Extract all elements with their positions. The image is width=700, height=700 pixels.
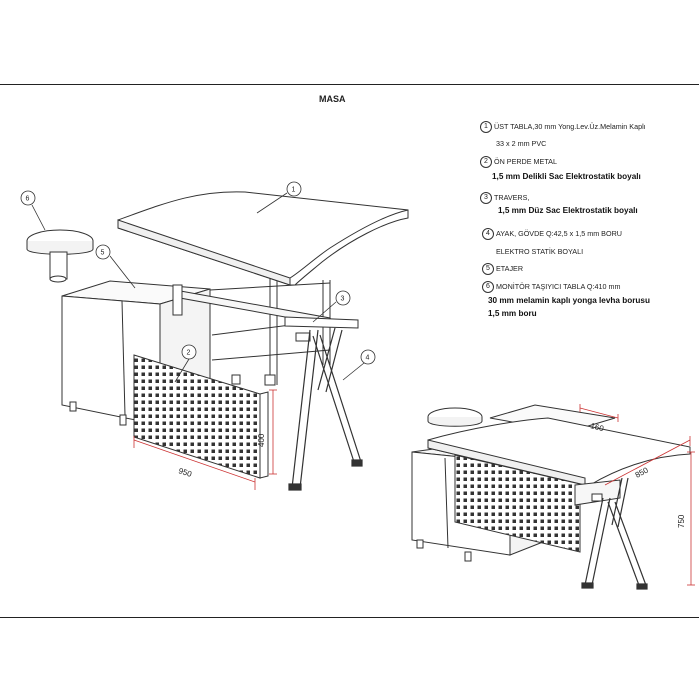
dim-panel-height: 400 [257, 433, 266, 447]
legend-sub-1: 33 x 2 mm PVC [496, 139, 547, 148]
dim-shelf-depth: 160 [589, 421, 605, 433]
left-callouts [20, 181, 376, 383]
callout-2: 2 [187, 350, 191, 357]
dim-desk-height: 750 [677, 514, 686, 528]
dim-desk-depth: 850 [634, 465, 650, 479]
right-desk-view [411, 404, 691, 590]
legend-bold-2: 1,5 mm Delikli Sac Elektrostatik boyalı [492, 172, 641, 181]
monitor-holder [26, 229, 94, 283]
drawing-title: MASA [319, 94, 346, 104]
legend-number-1: 1 [480, 121, 492, 133]
legend-text-4: AYAK, GÖVDE Q:42,5 x 1,5 mm BORU [496, 229, 622, 238]
right-dimension-lines [579, 404, 695, 586]
drawing-sheet [0, 84, 699, 618]
legend-number-5: 5 [482, 263, 494, 275]
legend-text-3: TRAVERS, [494, 193, 530, 202]
callout-1: 1 [292, 187, 296, 194]
legend-number-2: 2 [480, 156, 492, 168]
callout-5: 5 [101, 250, 105, 257]
callout-3: 3 [341, 296, 345, 303]
legend-text-1: ÜST TABLA,30 mm Yong.Lev.Üz.Melamin Kapl… [494, 122, 646, 131]
top-table [117, 191, 409, 286]
legend-number-4: 4 [482, 228, 494, 240]
travers-beam [172, 284, 359, 342]
left-dimension-lines [133, 389, 277, 490]
left-desk-view [26, 191, 409, 491]
legend-number-3: 3 [480, 192, 492, 204]
legend-text-5: ETAJER [496, 264, 524, 273]
legend-bold-6: 30 mm melamin kaplı yonga levha borusu [488, 296, 650, 305]
legend-bold-6b: 1,5 mm boru [488, 309, 537, 318]
legend-number-6: 6 [482, 281, 494, 293]
legend-bold-3: 1,5 mm Düz Sac Elektrostatik boyalı [498, 206, 638, 215]
legend-text-6: MONİTÖR TAŞIYICI TABLA Q:410 mm [496, 282, 621, 291]
perforated-panel [133, 354, 269, 479]
desk-frame [209, 275, 331, 386]
legs [288, 327, 363, 491]
legend-text-2: ÖN PERDE METAL [494, 157, 557, 166]
callout-4: 4 [366, 355, 370, 362]
legend-sub-4: ELEKTRO STATİK BOYALI [496, 247, 584, 256]
callout-6: 6 [26, 196, 30, 203]
dim-panel-width: 950 [177, 466, 193, 479]
